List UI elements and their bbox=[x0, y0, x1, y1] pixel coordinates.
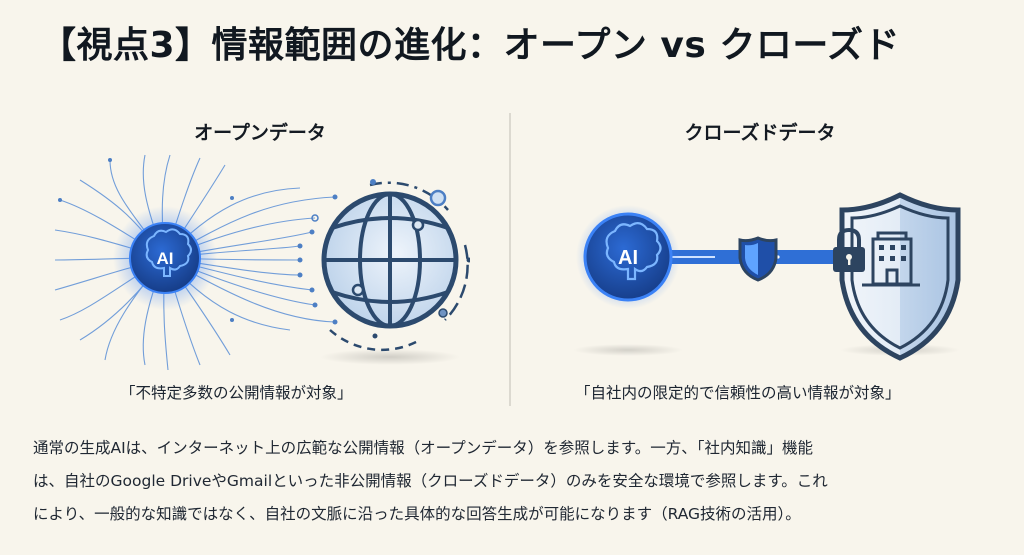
lock-icon bbox=[833, 227, 865, 272]
ai-label: AI bbox=[157, 249, 174, 268]
building-icon bbox=[862, 231, 920, 287]
page-title: 【視点3】情報範囲の進化：オープン vs クローズド bbox=[40, 25, 901, 66]
globe-icon bbox=[321, 191, 459, 329]
open-data-heading: オープンデータ bbox=[194, 122, 326, 144]
closed-data-caption: 「自社内の限定的で信頼性の高い情報が対象」 bbox=[575, 384, 901, 402]
building-shield-icon bbox=[839, 192, 961, 361]
shield-icon bbox=[738, 236, 778, 282]
description-line: により、一般的な知識ではなく、自社の文脈に沿った具体的な回答生成が可能になります… bbox=[33, 505, 801, 523]
open-data-illustration: AI bbox=[54, 154, 470, 371]
panel-divider bbox=[509, 113, 511, 406]
closed-data-heading: クローズドデータ bbox=[684, 122, 836, 144]
ai-label: AI bbox=[618, 247, 638, 269]
ai-brain-icon bbox=[583, 212, 673, 302]
description-text: 通常の生成AIは、インターネット上の広範な公開情報（オープンデータ）を参照します… bbox=[33, 432, 993, 531]
description-line: 通常の生成AIは、インターネット上の広範な公開情報（オープンデータ）を参照します… bbox=[33, 439, 813, 457]
open-data-caption: 「不特定多数の公開情報が対象」 bbox=[120, 384, 353, 402]
description-line: は、自社のGoogle DriveやGmailといった非公開情報（クローズドデー… bbox=[33, 472, 828, 490]
closed-data-illustration: AI bbox=[573, 192, 961, 361]
